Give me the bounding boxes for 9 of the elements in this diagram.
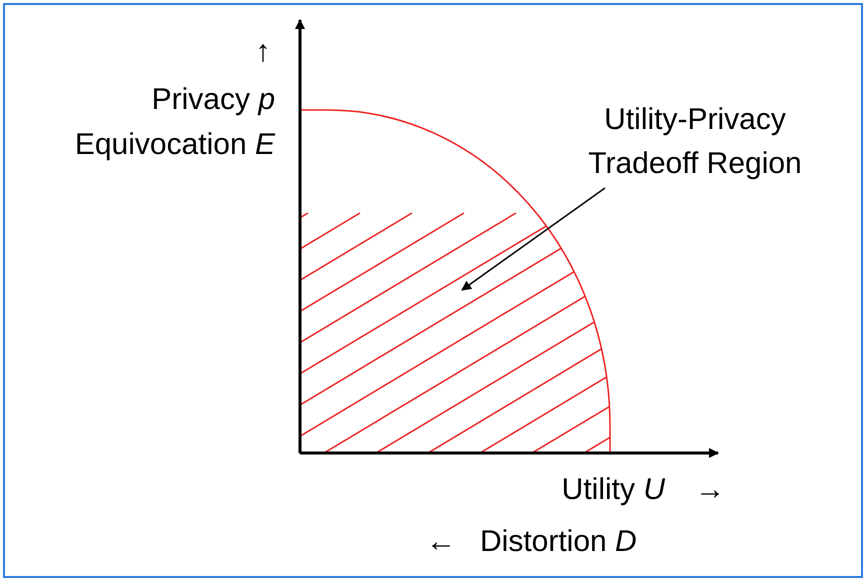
leader-arrow [461, 187, 606, 291]
region-label: Utility-Privacy Tradeoff Region [587, 102, 803, 182]
axis-label: Privacy p [150, 82, 275, 118]
axis-label: Equivocation E [74, 127, 275, 163]
axis-label: Utility U [560, 472, 665, 508]
axis-label: Distortion D [480, 524, 638, 560]
arrow-glyph: → [694, 472, 726, 508]
arrow-glyph: ↑ [254, 34, 272, 70]
arrow-glyph: ← [425, 524, 457, 560]
